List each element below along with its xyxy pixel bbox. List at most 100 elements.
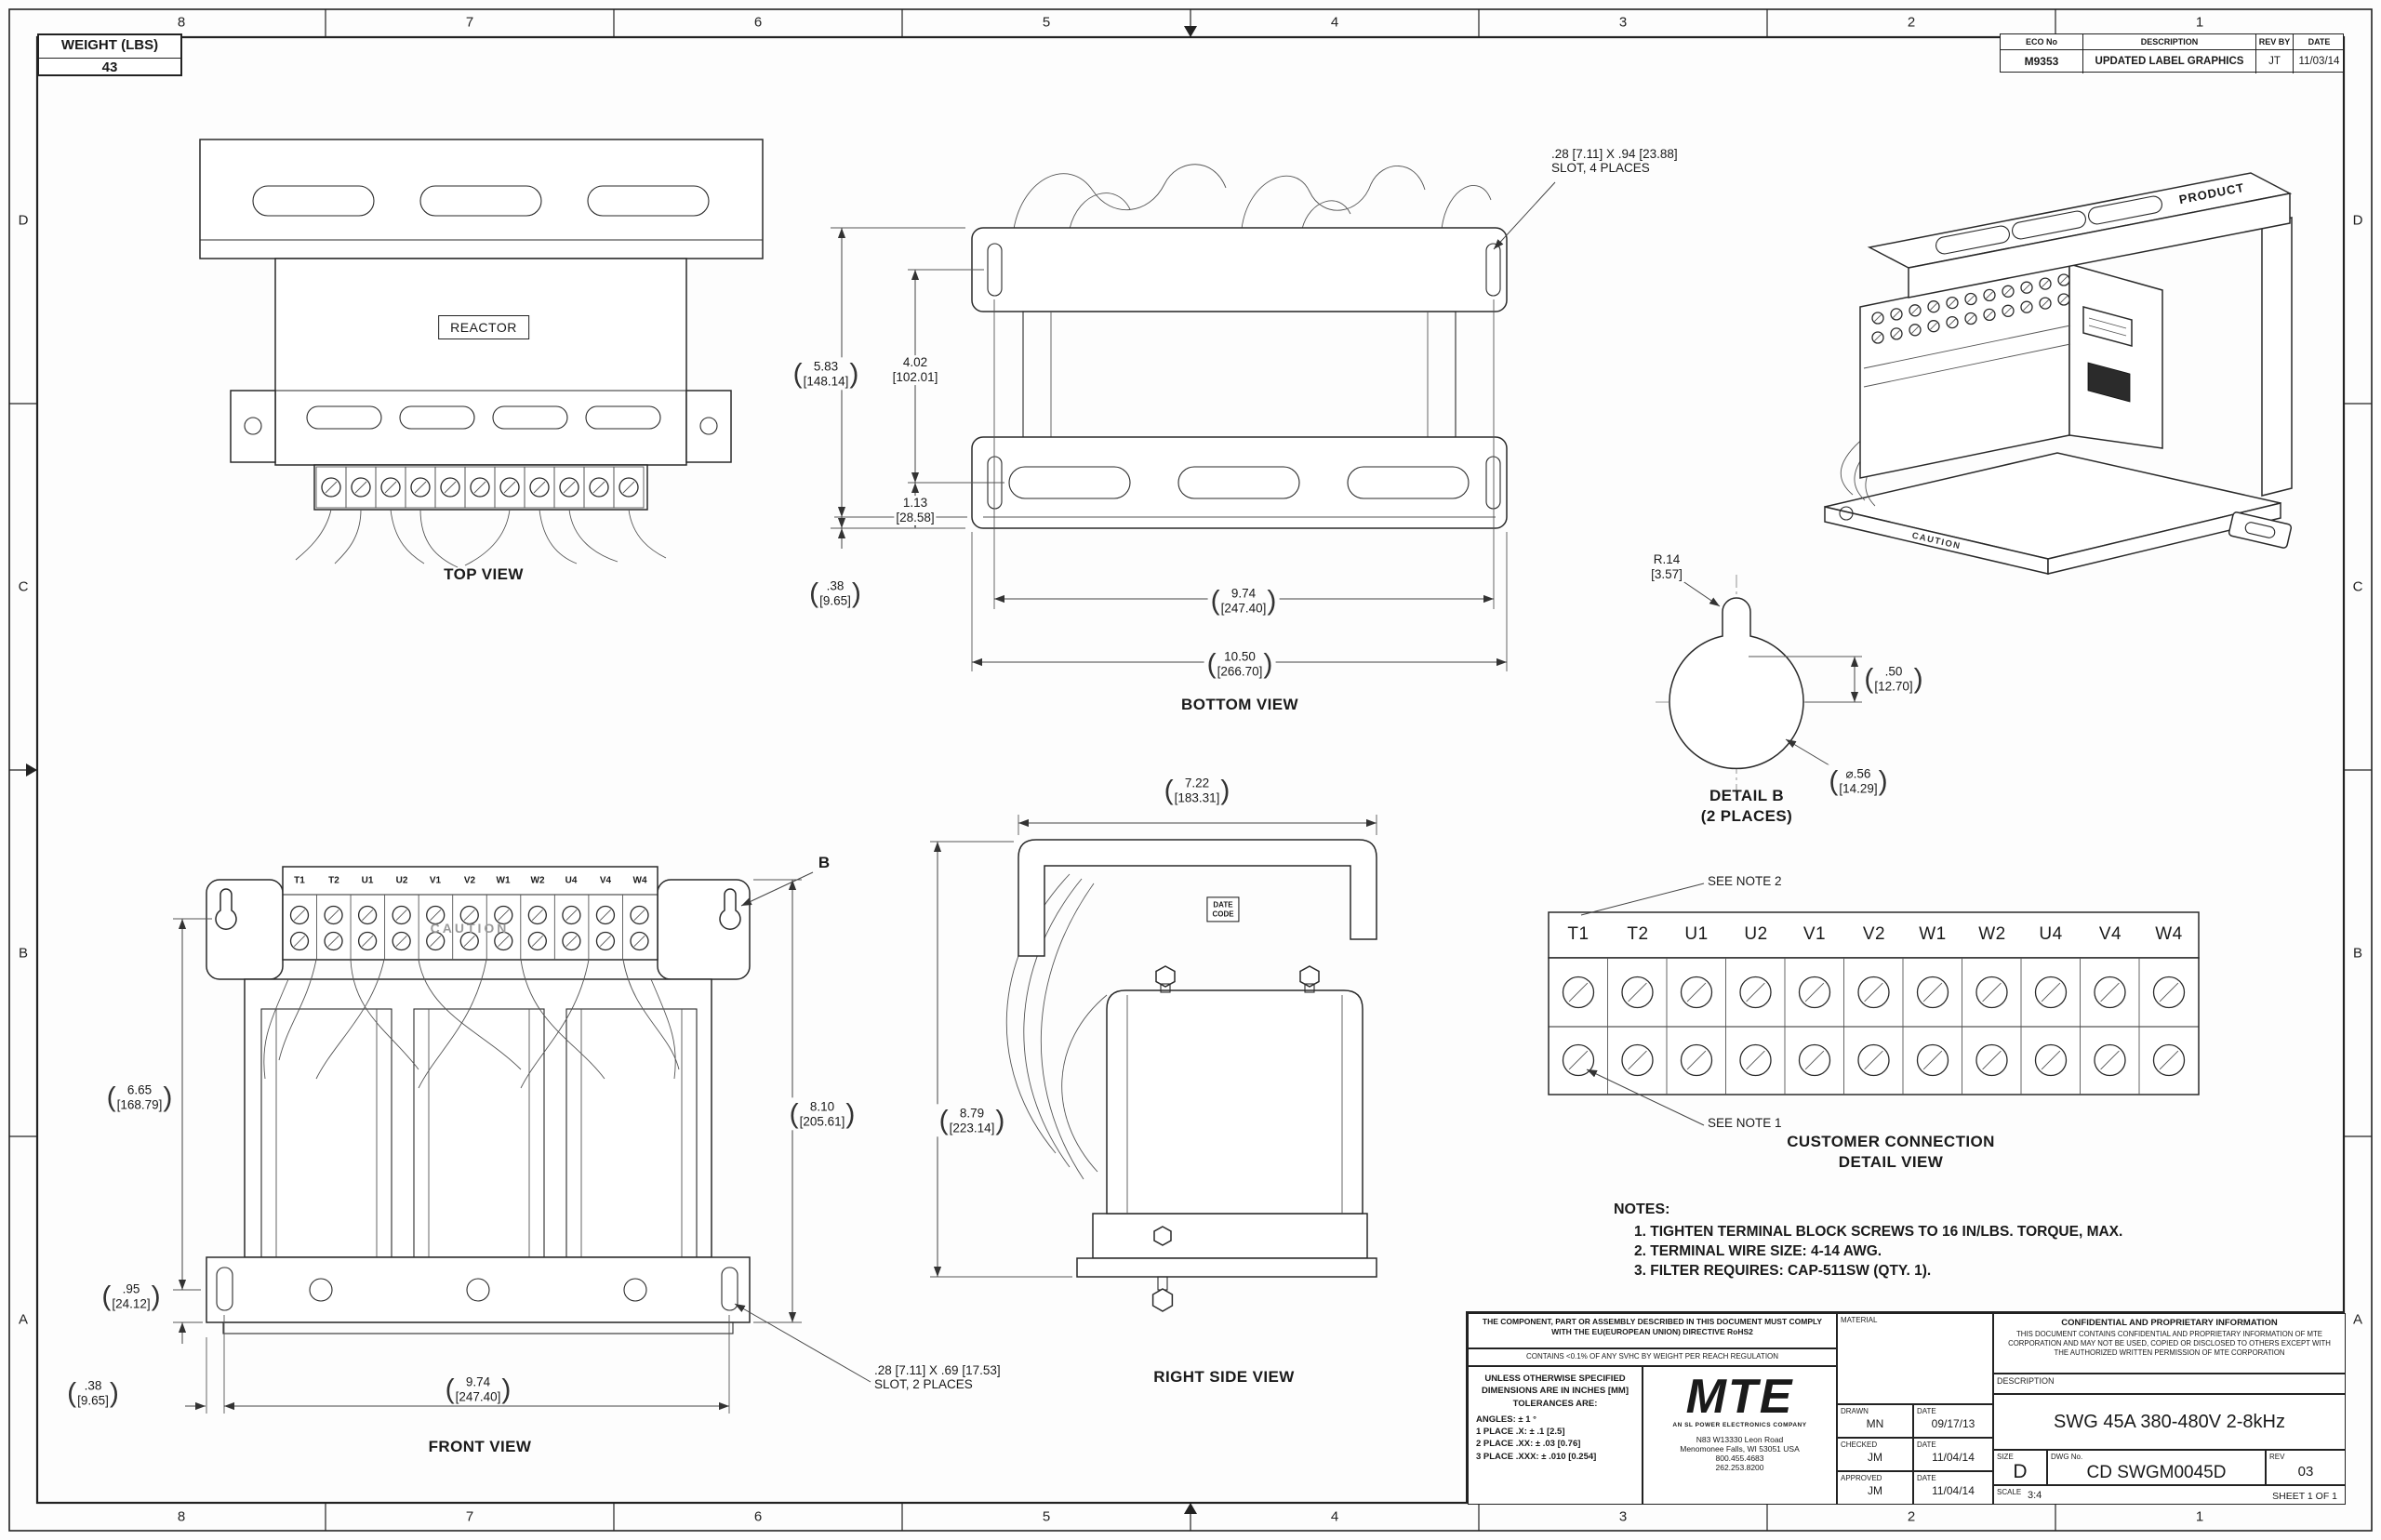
logo-box: MTE AN SL POWER ELECTRONICS COMPANY N83 … xyxy=(1643,1366,1837,1505)
approved-label: APPROVED xyxy=(1841,1474,1882,1482)
zone-label: 2 xyxy=(1907,14,1916,31)
slot-note-4places: .28 [7.11] X .94 [23.88] SLOT, 4 PLACES xyxy=(1551,147,1678,175)
slot-note-2places: .28 [7.11] X .69 [17.53] SLOT, 2 PLACES xyxy=(874,1363,1001,1391)
dwg-no-label: DWG No. xyxy=(2051,1453,2083,1461)
drawn-name: MN xyxy=(1866,1417,1884,1430)
connection-terminal-label: W2 xyxy=(1978,924,2006,944)
zone-label: D xyxy=(18,212,29,229)
zone-label: C xyxy=(2352,578,2363,595)
zone-label: 6 xyxy=(753,14,763,31)
tolerances-box: UNLESS OTHERWISE SPECIFIED DIMENSIONS AR… xyxy=(1468,1366,1643,1505)
scale-strip: SCALE 3:4 SHEET 1 OF 1 xyxy=(1993,1485,2346,1505)
front-caution-label: CAUTION xyxy=(430,921,510,936)
dim-0-38-front: (.38[9.65]) xyxy=(64,1376,122,1410)
confidential-body: THIS DOCUMENT CONTAINS CONFIDENTIAL AND … xyxy=(2008,1330,2331,1358)
checked-label: CHECKED xyxy=(1841,1440,1878,1449)
rev-col-description: DESCRIPTION xyxy=(2082,34,2255,49)
connection-terminal-label: U4 xyxy=(2039,924,2063,944)
dim-8-10: (8.10[205.61]) xyxy=(786,1097,858,1131)
connection-terminal-label: V1 xyxy=(1802,924,1827,944)
tolerances-header: UNLESS OTHERWISE SPECIFIED DIMENSIONS AR… xyxy=(1482,1374,1629,1409)
connection-terminal-label: V4 xyxy=(2098,924,2122,944)
zone-label: 2 xyxy=(1907,1508,1916,1525)
note-item-3: 3. FILTER REQUIRES: CAP-511SW (QTY. 1). xyxy=(1634,1263,1932,1279)
see-note-1: SEE NOTE 1 xyxy=(1708,1116,1782,1130)
note-item-1: 1. TIGHTEN TERMINAL BLOCK SCREWS TO 16 I… xyxy=(1634,1224,2123,1240)
dim-6-65: (6.65[168.79]) xyxy=(103,1081,176,1114)
dwg-no-value: CD SWGM0045D xyxy=(2086,1463,2227,1482)
dim-4-02: 4.02[102.01] xyxy=(890,355,940,385)
dim-r-14: R.14[3.57] xyxy=(1649,552,1684,582)
reactor-label: REACTOR xyxy=(438,315,529,339)
front-terminal-label: U1 xyxy=(361,875,374,886)
tol-angles: ANGLES: ± 1 ° xyxy=(1476,1414,1536,1425)
size-label: SIZE xyxy=(1997,1453,2014,1461)
note-item-2: 2. TERMINAL WIRE SIZE: 4-14 AWG. xyxy=(1634,1243,1882,1259)
address-line-2: Menomonee Falls, WI 53051 USA xyxy=(1680,1444,1800,1454)
material-box: MATERIAL xyxy=(1837,1313,1993,1404)
confidential-title: CONFIDENTIAL AND PROPRIETARY INFORMATION xyxy=(2061,1318,2278,1328)
zone-label: 1 xyxy=(2195,14,2204,31)
zone-label: 7 xyxy=(465,1508,474,1525)
bottom-view-title: BOTTOM VIEW xyxy=(1181,696,1298,713)
connection-terminal-label: V2 xyxy=(1862,924,1886,944)
material-label: MATERIAL xyxy=(1841,1316,1878,1324)
description-label: DESCRIPTION xyxy=(1997,1376,2055,1386)
zone-label: C xyxy=(18,578,29,595)
tol-2place: 2 PLACE .XX: ± .03 [0.76] xyxy=(1476,1439,1581,1450)
rev-value: 03 xyxy=(2297,1464,2314,1480)
zone-label: 4 xyxy=(1330,14,1339,31)
size-box: SIZE D xyxy=(1993,1450,2047,1485)
drawn-date-label: DATE xyxy=(1917,1407,1936,1415)
front-view-title: FRONT VIEW xyxy=(428,1438,532,1455)
checked-date: 11/04/14 xyxy=(1932,1451,1975,1464)
zone-label: 6 xyxy=(753,1508,763,1525)
right-side-view-title: RIGHT SIDE VIEW xyxy=(1153,1368,1295,1386)
scale-label: SCALE xyxy=(1997,1488,2022,1496)
compliance-statement: THE COMPONENT, PART OR ASSEMBLY DESCRIBE… xyxy=(1468,1313,1837,1348)
reach-statement: CONTAINS <0.1% OF ANY SVHC BY WEIGHT PER… xyxy=(1468,1348,1837,1366)
weight-box: WEIGHT (LBS) 43 xyxy=(37,33,182,76)
front-terminal-label: W1 xyxy=(496,875,511,886)
sheet-value: SHEET 1 OF 1 xyxy=(2272,1491,2337,1502)
dim-0-50: (.50[12.70]) xyxy=(1861,662,1926,696)
drawn-cell: DRAWN MN xyxy=(1837,1404,1913,1438)
drawn-date-cell: DATE 09/17/13 xyxy=(1913,1404,1993,1438)
description-value-box: SWG 45A 380-480V 2-8kHz xyxy=(1993,1394,2346,1450)
zone-label: D xyxy=(2352,212,2363,229)
slot-note-2places-line1: .28 [7.11] X .69 [17.53] xyxy=(874,1363,1001,1377)
zone-label: 1 xyxy=(2195,1508,2204,1525)
approved-cell: APPROVED JM xyxy=(1837,1471,1913,1505)
address-line-1: N83 W13330 Leon Road xyxy=(1696,1435,1784,1444)
revision-table: ECO No DESCRIPTION REV BY DATE M9353 UPD… xyxy=(2000,33,2344,73)
checked-cell: CHECKED JM xyxy=(1837,1438,1913,1471)
tol-3place: 3 PLACE .XXX: ± .010 [0.254] xyxy=(1476,1451,1597,1462)
rev-col-eco: ECO No xyxy=(2025,37,2057,46)
zone-label: B xyxy=(2352,945,2363,962)
title-block: THE COMPONENT, PART OR ASSEMBLY DESCRIBE… xyxy=(1466,1311,2346,1505)
rev-description: UPDATED LABEL GRAPHICS xyxy=(2082,49,2255,73)
connection-terminal-label: T1 xyxy=(1567,924,1590,944)
top-view-art xyxy=(199,139,764,568)
slot-note-4places-line2: SLOT, 4 PLACES xyxy=(1551,161,1650,175)
front-terminal-label: V4 xyxy=(599,875,612,886)
connection-terminal-label: T2 xyxy=(1627,924,1649,944)
dim-7-22: (7.22[183.31]) xyxy=(1161,774,1233,807)
slot-note-2places-line2: SLOT, 2 PLACES xyxy=(874,1377,973,1391)
detail-b-subtitle: (2 PLACES) xyxy=(1700,807,1793,825)
checked-name: JM xyxy=(1868,1451,1882,1464)
weight-value: 43 xyxy=(101,60,118,75)
logo-tagline: AN SL POWER ELECTRONICS COMPANY xyxy=(1672,1422,1807,1428)
rev-col-revby: REV BY xyxy=(2255,34,2293,49)
zone-label: 3 xyxy=(1618,1508,1628,1525)
checked-date-label: DATE xyxy=(1917,1440,1936,1449)
connection-terminal-label: U2 xyxy=(1744,924,1768,944)
front-terminal-label: V1 xyxy=(429,875,442,886)
checked-date-cell: DATE 11/04/14 xyxy=(1913,1438,1993,1471)
slot-note-4places-line1: .28 [7.11] X .94 [23.88] xyxy=(1551,147,1678,161)
mte-logo: MTE xyxy=(1685,1370,1794,1424)
front-terminal-label: U4 xyxy=(565,875,578,886)
bottom-view-art xyxy=(831,164,1556,671)
see-note-2: SEE NOTE 2 xyxy=(1708,874,1782,888)
zone-label: A xyxy=(2352,1311,2363,1328)
